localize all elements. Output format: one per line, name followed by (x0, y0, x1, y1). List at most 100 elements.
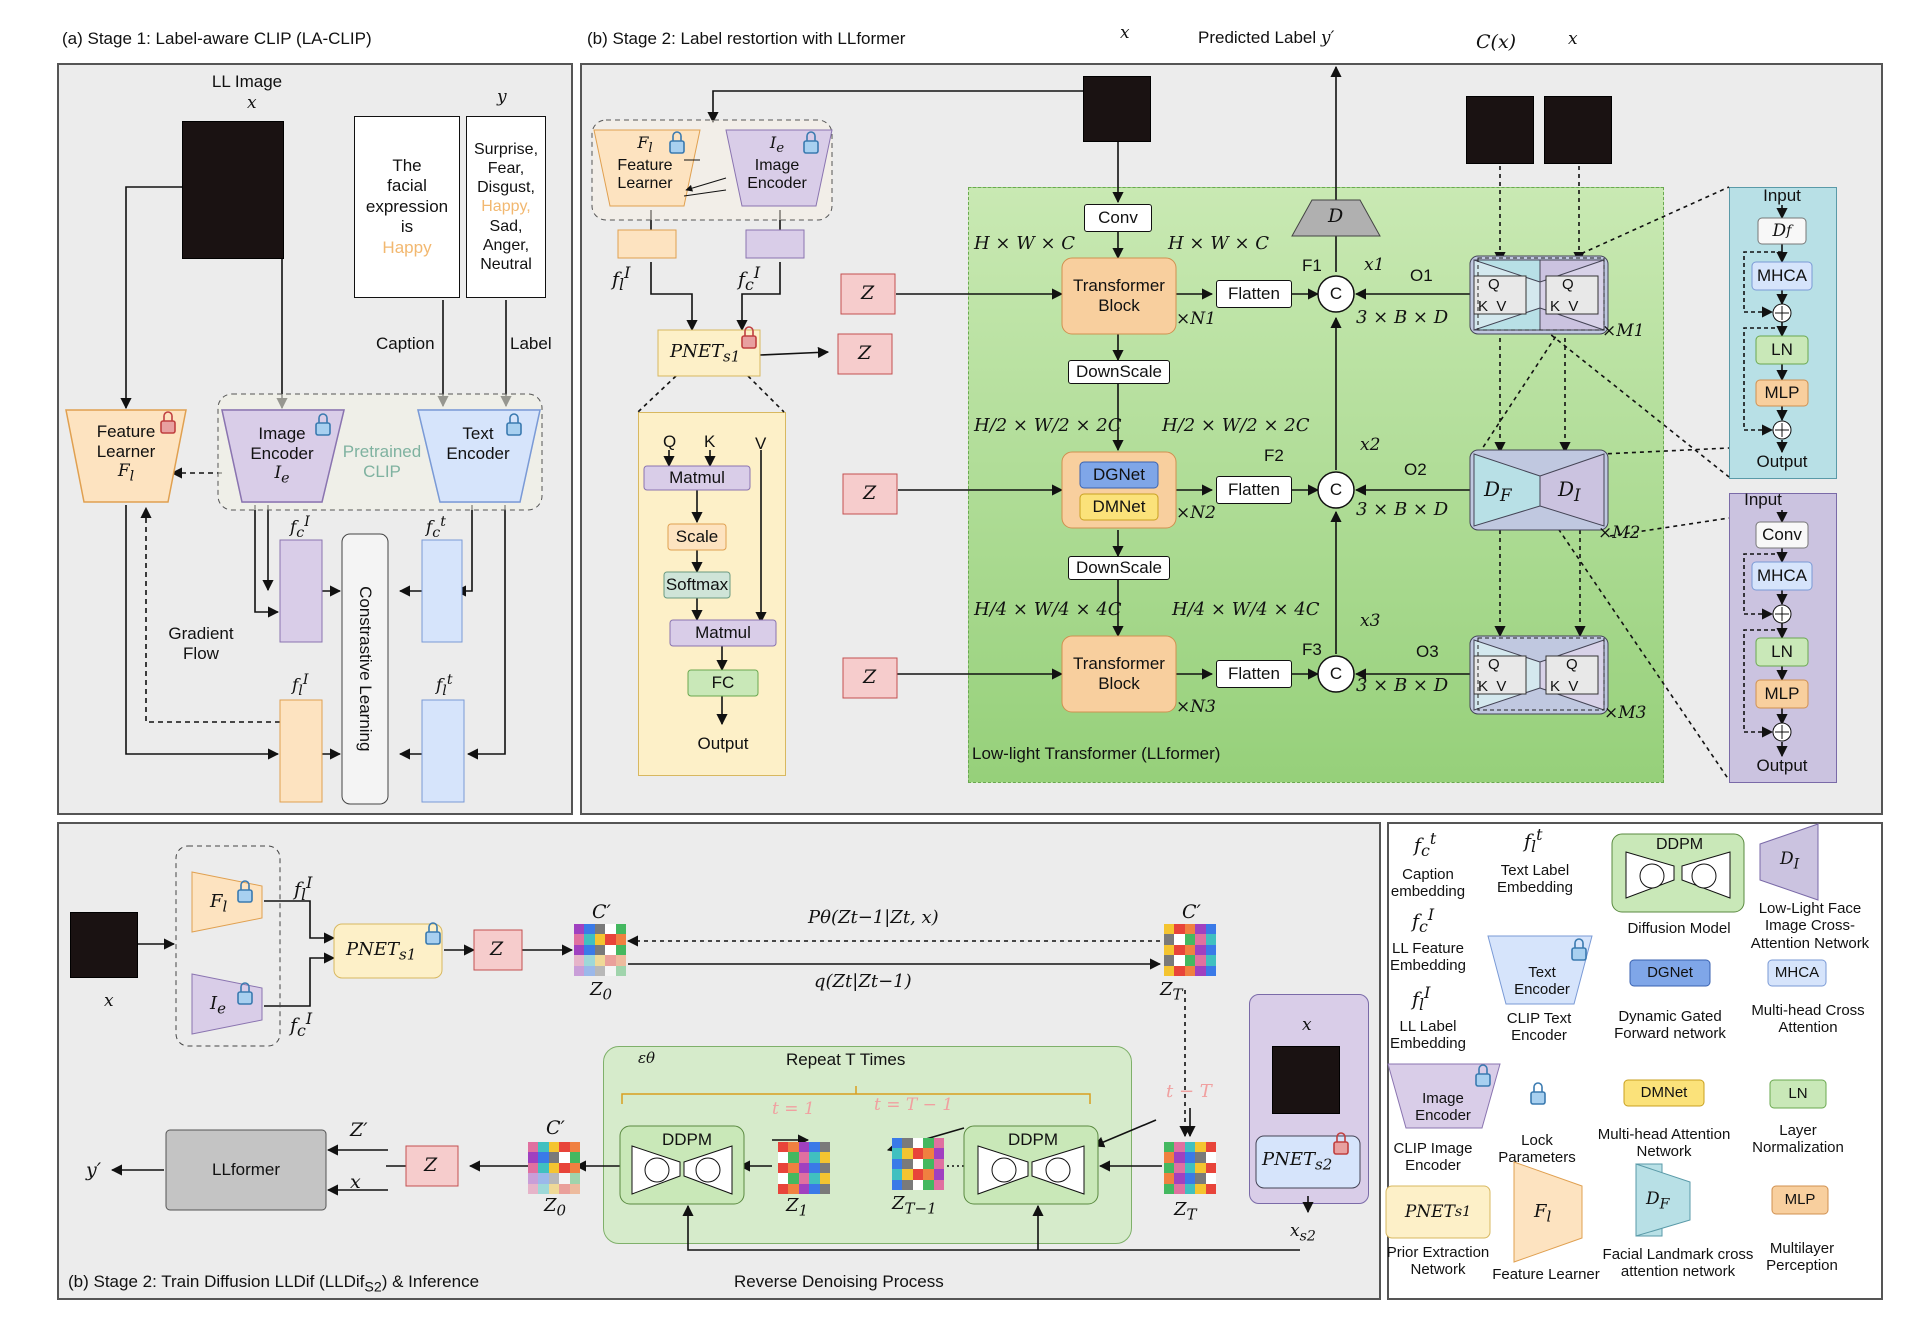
fc-top-bar (745, 229, 805, 259)
c-x-label: x (104, 991, 114, 1011)
grid-cell (819, 1142, 830, 1153)
grid-cell (1184, 955, 1196, 966)
c-z0-label: Z0 (590, 979, 613, 1004)
grid-cell (1195, 1173, 1206, 1184)
grid-cell (1174, 1162, 1185, 1174)
hwc-left-label: H × W × C (974, 233, 1076, 254)
c-z-box-2 (405, 1145, 459, 1187)
grid-cell (1184, 965, 1196, 976)
c-z-box (473, 929, 523, 971)
grid-cell (892, 1138, 903, 1149)
q-3a: Q (1488, 656, 1500, 673)
grid-cell (923, 1148, 934, 1159)
flatten-box-1[interactable]: Flatten (1216, 280, 1292, 308)
grid-cell (538, 1173, 549, 1184)
grid-cell (1164, 955, 1175, 966)
grid-cell (933, 1138, 944, 1149)
q-1a: Q (1488, 276, 1500, 293)
lav-mlp-box (1755, 679, 1809, 709)
legend-fct-desc: Caption embedding (1390, 866, 1466, 901)
grid-cell (892, 1179, 903, 1190)
legend-dmnet-box (1623, 1079, 1705, 1107)
grid-cell (819, 1183, 830, 1194)
grid-cell (1195, 1152, 1206, 1163)
grid-cell (1174, 1173, 1185, 1184)
grid-cell (1195, 1142, 1206, 1153)
c-fl-shape (191, 871, 263, 933)
grid-cell (798, 1173, 810, 1184)
c-cprime-label-3: C′ (546, 1117, 565, 1139)
h2-right-label: H/2 × W/2 × 2C (1162, 415, 1310, 436)
grid-cell (912, 1158, 924, 1170)
v-label: V (755, 434, 767, 453)
grid-cell (798, 1142, 810, 1153)
legend-mlp-label: MLP (1784, 1191, 1816, 1208)
matmul-label-2: Matmul (695, 622, 751, 642)
grid-cell (1184, 1152, 1196, 1163)
color-grid-z0-bottom (528, 1142, 580, 1194)
m3-label: ×M3 (1604, 703, 1647, 723)
x1-label: x1 (1364, 255, 1385, 275)
legend-diffusion-desc: Diffusion Model (1627, 920, 1731, 937)
grid-cell (892, 1148, 903, 1159)
fl-i-bar (279, 699, 323, 803)
downscale-box-2[interactable]: DownScale (1068, 556, 1170, 580)
flatten-box-3[interactable]: Flatten (1216, 660, 1292, 688)
dgnet-box (1079, 461, 1159, 489)
grid-cell (1184, 1162, 1196, 1174)
grid-cell (528, 1162, 539, 1174)
x-face-image-c (70, 912, 138, 978)
grid-cell (912, 1148, 924, 1159)
grid-cell (1205, 1142, 1216, 1153)
grid-cell (569, 1142, 580, 1153)
c-fl-label: Fl (210, 891, 228, 916)
f2-label: F2 (1264, 446, 1284, 465)
legend-fli-symbol: flI (1412, 983, 1431, 1015)
concat-c-2: C (1329, 479, 1343, 499)
llformer-box (165, 1129, 327, 1211)
grid-cell (615, 934, 626, 945)
grid-cell (574, 944, 585, 956)
flatten-box-2[interactable]: Flatten (1216, 476, 1292, 504)
grid-cell (1184, 934, 1196, 945)
panel-a-title: (a) Stage 1: Label-aware CLIP (LA-CLIP) (62, 29, 372, 48)
c-zt-label-2: ZT (1174, 1199, 1197, 1224)
grid-cell (594, 955, 606, 966)
legend-fl-desc: Feature Learner (1492, 1266, 1600, 1283)
matmul-label-1: Matmul (669, 467, 725, 487)
grid-cell (605, 944, 616, 956)
downscale-box-1[interactable]: DownScale (1068, 360, 1170, 384)
o3-label: O3 (1416, 642, 1439, 661)
grid-cell (778, 1152, 789, 1163)
conv-box[interactable]: Conv (1084, 204, 1152, 232)
grid-cell (1205, 1173, 1216, 1184)
x-top-label: x (1120, 23, 1130, 43)
matmul-box-2 (669, 619, 777, 647)
grid-cell (1205, 924, 1216, 935)
grid-cell (584, 924, 595, 935)
legend-fl-shape (1513, 1161, 1583, 1263)
grid-cell (933, 1158, 944, 1170)
legend-ln-desc: Layer Normalization (1752, 1122, 1844, 1157)
grid-cell (528, 1142, 539, 1153)
grid-cell (615, 965, 626, 976)
x-label-a: x (247, 93, 257, 113)
fc-i-label: fcI (290, 514, 310, 542)
grid-cell (798, 1183, 810, 1194)
fc-t-bar (421, 539, 463, 643)
grid-cell (538, 1183, 549, 1194)
legend-fci-symbol: fcI (1412, 905, 1435, 937)
grid-cell (1174, 924, 1185, 935)
grid-cell (605, 924, 616, 935)
legend-di-shape (1759, 823, 1819, 901)
c-zt-label: ZT (1160, 979, 1183, 1004)
contrastive-label: Constrastive Learning (355, 586, 375, 752)
c-repeat-label: Repeat T Times (786, 1050, 906, 1069)
